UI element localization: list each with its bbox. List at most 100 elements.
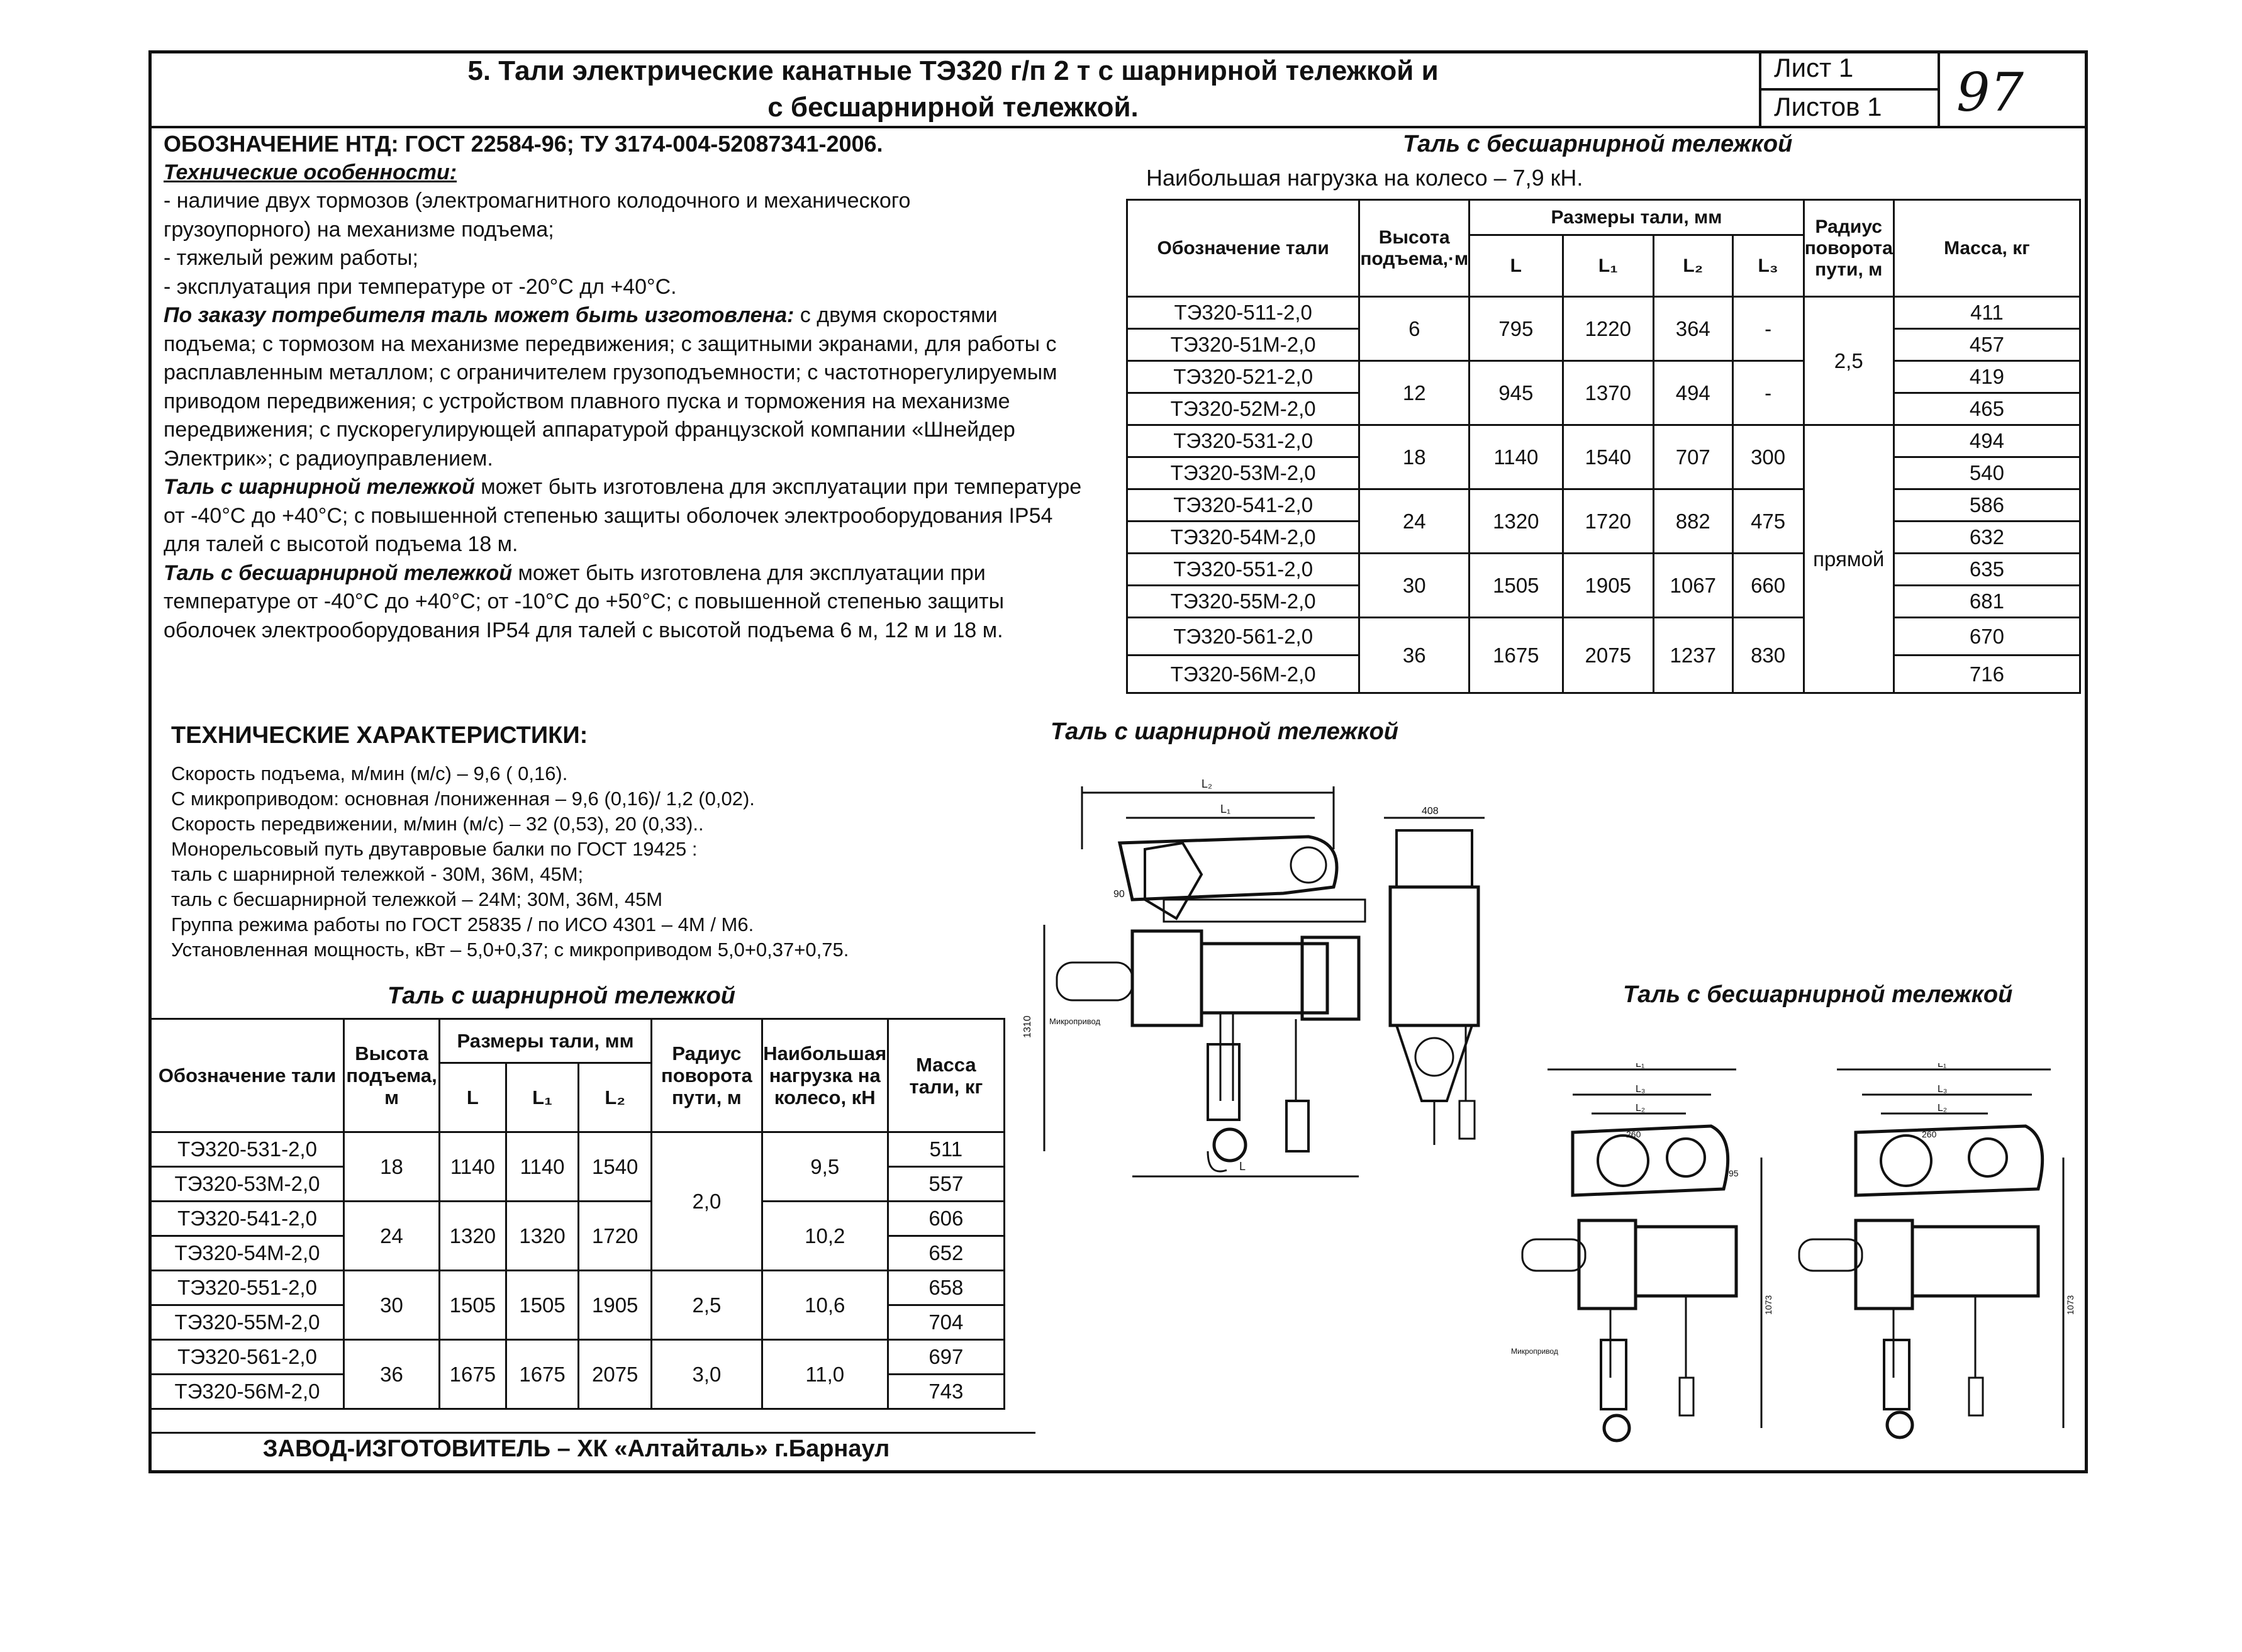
- dim-label-L3: L₃: [1636, 1084, 1645, 1095]
- mass-cell: 635: [1892, 552, 2082, 586]
- dim-label-L3: L₃: [1938, 1084, 1947, 1095]
- tech-specs-list: Скорость подъема, м/мин (м/с) – 9,6 ( 0,…: [171, 761, 849, 963]
- size-L-cell: 1140: [1468, 424, 1564, 490]
- designation-cell: ТЭ320-551-2,0: [149, 1270, 345, 1306]
- designation-cell: ТЭ320-56М-2,0: [149, 1373, 345, 1410]
- designation-cell: ТЭ320-541-2,0: [149, 1200, 345, 1237]
- col-height: Высота подъема,·м: [1358, 199, 1471, 298]
- sheet-box-divider: [1759, 88, 1940, 91]
- tech-line: С микроприводом: основная /пониженная – …: [171, 788, 755, 810]
- radius-cell: 2,5: [650, 1270, 763, 1341]
- mass-cell: 419: [1892, 360, 2082, 394]
- tech-line: таль с шарнирной тележкой - 30М, 36М, 45…: [171, 863, 584, 885]
- ntd-designation: ОБОЗНАЧЕНИЕ НТД: ГОСТ 22584-96; ТУ 3174-…: [164, 131, 883, 157]
- wheel-load-cell: 9,5: [761, 1131, 889, 1202]
- size-L2-cell: 707: [1653, 424, 1734, 490]
- rigid-hoist-drawing-2: L₁ L₃ L₂ 260 1073: [1798, 1063, 2075, 1439]
- size-L2-cell: 1237: [1653, 617, 1734, 694]
- designation-cell: ТЭ320-54М-2,0: [149, 1235, 345, 1271]
- radius-cell: прямой: [1802, 424, 1895, 694]
- dim-label-95: 95: [1729, 1168, 1739, 1178]
- order-lead: По заказу потребителя таль может быть из…: [164, 303, 795, 327]
- size-L2-cell: 1720: [577, 1200, 653, 1271]
- mass-cell: 606: [886, 1200, 1006, 1237]
- size-L2-cell: 364: [1653, 296, 1734, 362]
- max-wheel-load-note: Наибольшая нагрузка на колесо – 7,9 кН.: [1146, 165, 1583, 191]
- title-line-1: 5. Тали электрические канатные ТЭ320 г/п…: [467, 55, 1439, 86]
- handwritten-page-number: 97: [1956, 62, 2024, 123]
- rigid-table-caption: Таль с бесшарнирной тележкой: [1403, 131, 1793, 157]
- height-cell: 36: [343, 1339, 441, 1410]
- rigid-drawing-caption: Таль с бесшарнирной тележкой: [1623, 981, 2013, 1008]
- sheets-count: Листов 1: [1774, 92, 1882, 121]
- size-L3-cell: -: [1731, 360, 1805, 426]
- mass-cell: 704: [886, 1304, 1006, 1341]
- size-L3-cell: 475: [1731, 488, 1805, 554]
- mass-cell: 457: [1892, 328, 2082, 362]
- size-L1-cell: 1905: [1561, 552, 1655, 618]
- size-L1-cell: 1220: [1561, 296, 1655, 362]
- col-L2: L₂: [577, 1062, 653, 1133]
- designation-cell: ТЭ320-51М-2,0: [1125, 328, 1361, 362]
- dim-label-1310: 1310: [1022, 1015, 1033, 1038]
- height-cell: 24: [1358, 488, 1471, 554]
- hinged-paragraph: Таль с шарнирной тележкой может быть изг…: [164, 473, 1088, 559]
- size-L3-cell: 830: [1731, 617, 1805, 694]
- order-paragraph: По заказу потребителя таль может быть из…: [164, 301, 1088, 473]
- col-L3: L₃: [1731, 234, 1805, 298]
- size-L2-cell: 2075: [577, 1339, 653, 1410]
- mass-cell: 697: [886, 1339, 1006, 1375]
- size-L2-cell: 1905: [577, 1270, 653, 1341]
- designation-cell: ТЭ320-531-2,0: [149, 1131, 345, 1168]
- col-radius: Радиус поворота пути, м: [1802, 199, 1895, 298]
- hinged-hoist-side-drawing: L₂ L₁ 1310 90 L Микропривод: [1022, 778, 1366, 1178]
- tech-line: Установленная мощность, кВт – 5,0+0,37; …: [171, 939, 849, 961]
- mass-cell: 411: [1892, 296, 2082, 330]
- dim-label-260: 260: [1922, 1129, 1937, 1139]
- size-L1-cell: 1675: [505, 1339, 580, 1410]
- micro-drive-label: Микропривод: [1511, 1347, 1558, 1356]
- size-L1-cell: 2075: [1561, 617, 1655, 694]
- dim-label-408: 408: [1422, 806, 1439, 817]
- col-L1: L₁: [505, 1062, 580, 1133]
- col-radius: Радиус поворота пути, м: [650, 1018, 763, 1133]
- size-L1-cell: 1320: [505, 1200, 580, 1271]
- designation-cell: ТЭ320-53М-2,0: [1125, 456, 1361, 490]
- designation-cell: ТЭ320-56М-2,0: [1125, 654, 1361, 694]
- size-L-cell: 1675: [1468, 617, 1564, 694]
- height-cell: 6: [1358, 296, 1471, 362]
- size-L3-cell: 300: [1731, 424, 1805, 490]
- rigid-trolley-table: Обозначение тали Высота подъема,·м Разме…: [1125, 199, 2082, 694]
- size-L3-cell: -: [1731, 296, 1805, 362]
- dim-label-L: L: [1239, 1160, 1246, 1173]
- designation-cell: ТЭ320-52М-2,0: [1125, 392, 1361, 426]
- hinged-text: может быть изготовлена для эксплуатации …: [164, 475, 1082, 556]
- table-row: ТЭ320-51М-2,0 457: [1125, 328, 2082, 362]
- radius-cell: 2,5: [1802, 296, 1895, 426]
- mass-cell: 716: [1892, 654, 2082, 694]
- col-height: Высота подъема, м: [343, 1018, 441, 1133]
- col-mass: Масса, кг: [1892, 199, 2082, 298]
- designation-cell: ТЭ320-531-2,0: [1125, 424, 1361, 458]
- mass-cell: 465: [1892, 392, 2082, 426]
- mass-cell: 670: [1892, 617, 2082, 656]
- col-designation: Обозначение тали: [1125, 199, 1361, 298]
- dim-label-L2: L₂: [1636, 1103, 1645, 1113]
- col-L: L: [438, 1062, 507, 1133]
- size-L1-cell: 1140: [505, 1131, 580, 1202]
- dim-label-1073: 1073: [1763, 1295, 1773, 1315]
- height-cell: 12: [1358, 360, 1471, 426]
- size-L-cell: 1320: [438, 1200, 507, 1271]
- dim-label-L1: L₁: [1636, 1063, 1644, 1069]
- height-cell: 36: [1358, 617, 1471, 694]
- table-row: ТЭ320-52М-2,0 465: [1125, 392, 2082, 426]
- tech-line: Монорельсовый путь двутавровые балки по …: [171, 838, 698, 860]
